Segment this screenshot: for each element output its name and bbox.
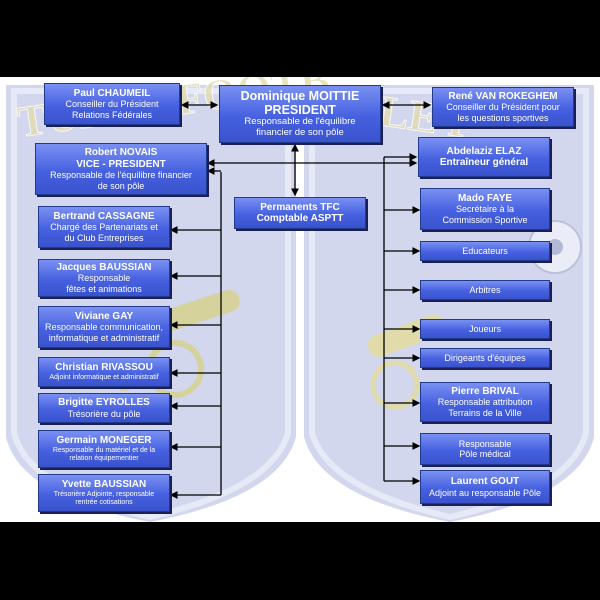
box-name: Abdelaziz ELAZ	[446, 145, 522, 157]
box-line: Responsable de l'équilibre financier	[50, 170, 192, 181]
box-line: Terrains de la Ville	[448, 407, 522, 418]
box-line: Educateurs	[462, 245, 508, 256]
box-dirigeants: Dirigeants d'équipes	[420, 348, 550, 368]
box-name: Brigitte EYROLLES	[58, 397, 150, 409]
box-line: Responsable	[458, 438, 512, 449]
box-role: Comptable ASPTT	[256, 213, 344, 224]
box-name: Paul CHAUMEIL	[73, 87, 151, 99]
box-line: Pôle médical	[459, 449, 511, 459]
box-bertrand-cassagne: Bertrand CASSAGNE Chargé des Partenariat…	[38, 206, 170, 248]
box-line: Chargé des Partenariats et	[50, 222, 158, 233]
box-line: de son pôle	[97, 180, 145, 191]
box-line: Commission Sportive	[442, 214, 528, 225]
box-line: les questions sportives	[457, 112, 549, 123]
box-paul-chaumeil: Paul CHAUMEIL Conseiller du Président Re…	[44, 83, 180, 125]
box-brigitte-eyrolles: Brigitte EYROLLES Trésorière du pôle	[38, 393, 170, 423]
box-responsable-medical: Responsable Pôle médical	[420, 433, 550, 465]
box-line: Dirigeants d'équipes	[444, 352, 526, 363]
box-line: informatique et administratif	[48, 332, 160, 343]
box-name: Jacques BAUSSIAN	[56, 261, 152, 273]
box-line: Secrétaire à la	[455, 204, 515, 215]
box-name: Dominique MOITTIE	[240, 88, 360, 103]
box-line: Responsable communication,	[44, 322, 164, 333]
box-name: Bertrand CASSAGNE	[53, 210, 155, 222]
box-line: Conseiller du Président	[65, 99, 159, 110]
box-line: Responsable attribution	[437, 397, 533, 408]
box-line: relation équipementier	[69, 454, 139, 462]
box-pierre-brival: Pierre BRIVAL Responsable attribution Te…	[420, 382, 550, 422]
box-christian-rivassou: Christian RIVASSOU Adjoint informatique …	[38, 357, 170, 387]
box-name: Germain MONEGER	[56, 435, 152, 447]
box-mado-faye: Mado FAYE Secrétaire à la Commission Spo…	[420, 188, 550, 230]
box-line: Responsable	[77, 273, 131, 284]
box-viviane-gay: Viviane GAY Responsable communication, i…	[38, 306, 170, 348]
org-chart: TULLE FOOTB LE F	[0, 77, 600, 522]
box-line: Relations Fédérales	[71, 109, 153, 120]
box-line: Trésorière Adjointe, responsable	[53, 490, 155, 498]
box-rene-van-rokeghem: René VAN ROKEGHEM Conseiller du Présiden…	[432, 87, 574, 127]
box-name: Laurent GOUT	[450, 476, 520, 488]
box-role: Entraîneur général	[439, 157, 529, 168]
box-name: Mado FAYE	[457, 192, 513, 204]
box-line: Adjoint informatique et administratif	[49, 373, 159, 381]
box-line: fêtes et animations	[66, 283, 142, 294]
box-line: Responsable du matériel et de la	[52, 446, 156, 454]
box-robert-novais: Robert NOVAIS VICE - PRESIDENT Responsab…	[35, 143, 207, 195]
box-name: Pierre BRIVAL	[451, 385, 519, 397]
box-educateurs: Educateurs	[420, 241, 550, 261]
box-role: PRESIDENT	[264, 103, 336, 118]
box-yvette-baussian: Yvette BAUSSIAN Trésorière Adjointe, res…	[38, 474, 170, 512]
box-line: Arbitres	[469, 284, 501, 295]
box-line: Trésorière du pôle	[67, 408, 141, 419]
box-dominique-moittie: Dominique MOITTIE PRESIDENT Responsable …	[219, 85, 381, 143]
box-line: Joueurs	[468, 323, 502, 334]
box-name: Yvette BAUSSIAN	[61, 479, 147, 491]
box-jacques-baussian: Jacques BAUSSIAN Responsable fêtes et an…	[38, 259, 170, 297]
box-arbitres: Arbitres	[420, 280, 550, 300]
box-name: Permanents TFC	[260, 201, 340, 213]
box-name: Christian RIVASSOU	[55, 362, 153, 374]
box-name: Viviane GAY	[74, 310, 134, 322]
box-line: du Club Entreprises	[64, 232, 144, 243]
box-role: VICE - PRESIDENT	[76, 158, 166, 170]
box-germain-moneger: Germain MONEGER Responsable du matériel …	[38, 430, 170, 468]
connector-lines	[169, 101, 432, 499]
box-name: René VAN ROKEGHEM	[448, 90, 558, 102]
box-name: Robert NOVAIS	[84, 147, 158, 159]
box-line: Adjoint au responsable Pôle	[428, 487, 542, 498]
box-joueurs: Joueurs	[420, 319, 550, 339]
box-line: Conseiller du Président pour	[446, 102, 560, 113]
box-line: rentrée cotisations	[75, 498, 133, 506]
box-laurent-gout: Laurent GOUT Adjoint au responsable Pôle	[420, 470, 550, 504]
box-permanents: Permanents TFC Comptable ASPTT	[234, 197, 366, 229]
box-line: Responsable de l'équilibre	[244, 116, 356, 128]
box-abdelaziz-elaz: Abdelaziz ELAZ Entraîneur général	[418, 137, 550, 177]
box-line: financier de son pôle	[256, 127, 344, 139]
